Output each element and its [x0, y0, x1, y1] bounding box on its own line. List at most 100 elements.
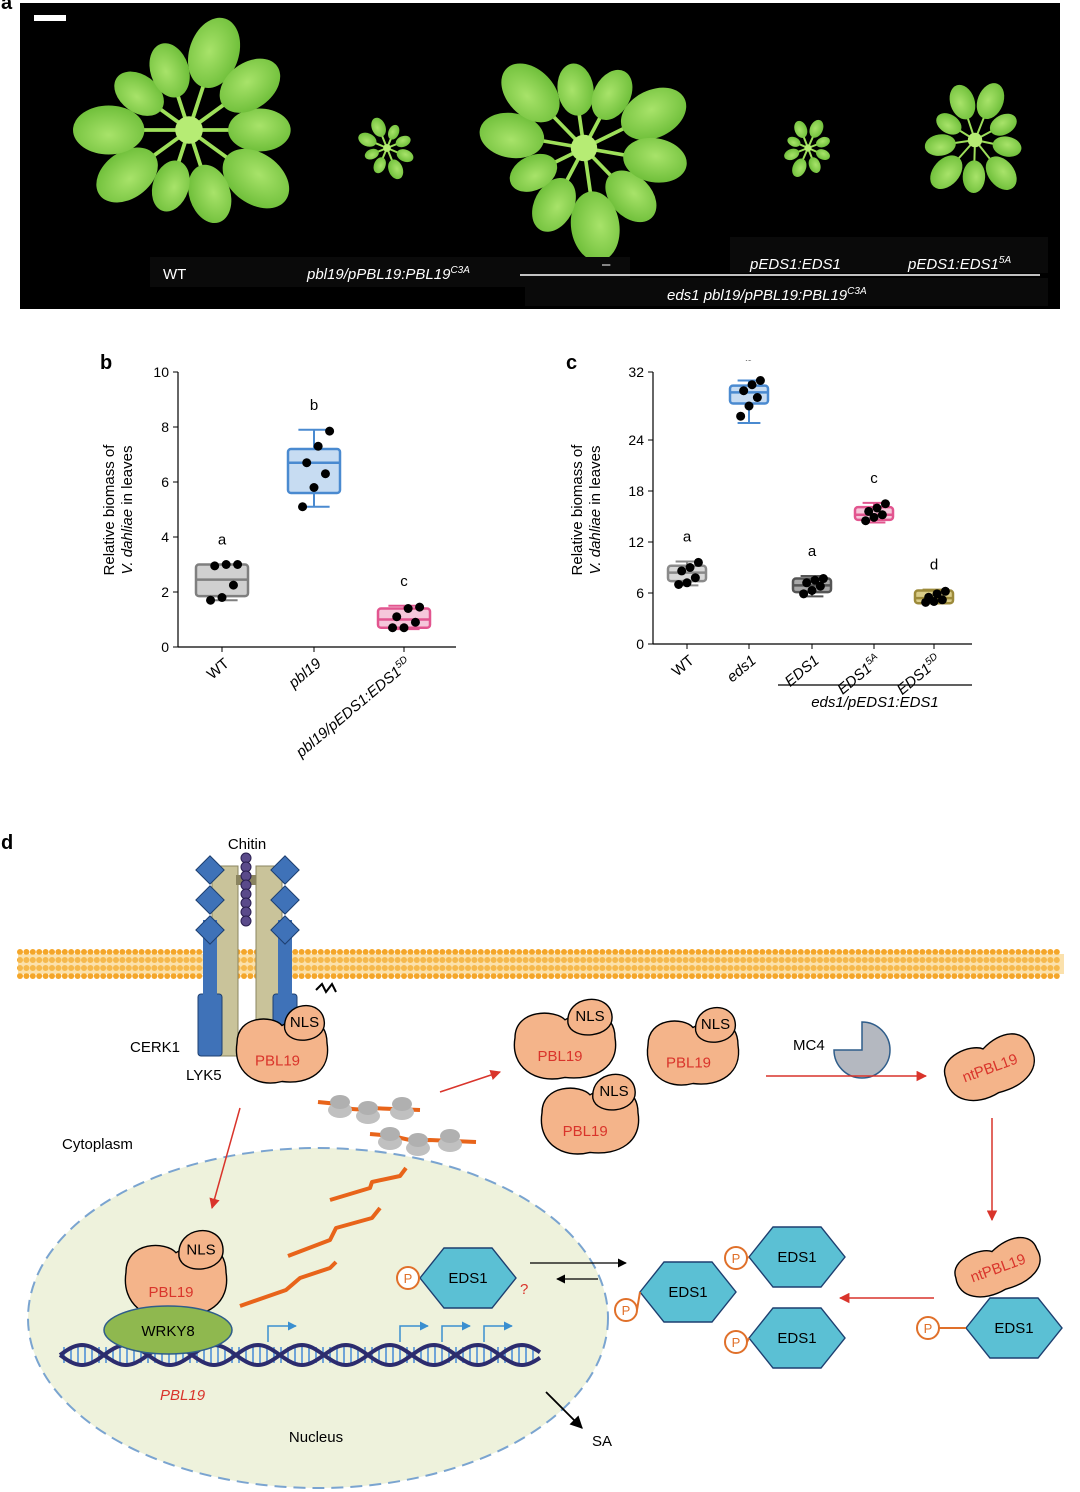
- x-tick-label: WT: [669, 652, 698, 680]
- label-dash: –: [602, 256, 611, 273]
- chitin-molecule: [240, 852, 252, 927]
- data-point: [677, 566, 687, 576]
- y-tick-label: 0: [161, 639, 169, 655]
- label-nls: NLS: [701, 1016, 730, 1033]
- mc4-protease-icon: [833, 1021, 891, 1079]
- data-point: [880, 499, 890, 509]
- group-label-c: eds1/pEDS1:EDS1: [811, 694, 939, 711]
- signaling-model-diagram: Chitin CERK1 LYK5 Cytoplasm Nucleus NLSP…: [17, 836, 1064, 1489]
- label-eds1: EDS1: [994, 1320, 1033, 1337]
- data-point: [861, 516, 871, 526]
- y-tick-label: 0: [636, 636, 644, 652]
- label-pEDS1: pEDS1:EDS1: [749, 256, 841, 273]
- plasma-membrane: [17, 949, 1064, 979]
- data-point: [233, 560, 243, 569]
- data-point: [415, 602, 425, 612]
- data-point: [818, 574, 828, 584]
- data-point: [217, 593, 227, 602]
- cerk1-kinase-left: [197, 993, 223, 1057]
- y-axis-label-c: Relative biomass of V. dahliae in leaves: [569, 444, 604, 576]
- rosette-plant: [784, 119, 830, 177]
- significance-letter: b: [745, 360, 753, 365]
- data-point: [325, 426, 335, 436]
- data-point: [221, 560, 231, 569]
- label-eds1: EDS1: [448, 1270, 487, 1287]
- significance-letter: c: [870, 470, 878, 487]
- ribosome-mrna: [317, 1095, 477, 1156]
- label-cerk1: CERK1: [130, 1039, 180, 1056]
- x-tick-label: eds1: [724, 652, 760, 686]
- data-point: [739, 386, 749, 396]
- svg-text:V. dahliae in leaves: V. dahliae in leaves: [587, 446, 604, 575]
- label-pbl19: PBL19: [563, 1123, 608, 1140]
- plant-photo-panel: WT pbl19/pPBL19:PBL19C3A – pEDS1:EDS1 pE…: [20, 3, 1060, 309]
- x-tick-label: EDS15A: [834, 651, 885, 698]
- label-nls: NLS: [186, 1241, 215, 1258]
- box-body: [728, 384, 770, 405]
- data-point: [940, 586, 950, 596]
- y-axis-label-b: Relative biomass of V. dahliae in leaves: [101, 444, 136, 576]
- rosette-plant: [73, 17, 291, 224]
- data-point: [799, 589, 809, 599]
- data-point: [388, 623, 398, 633]
- box-3: c: [853, 470, 895, 526]
- phosphate-icon: [724, 1246, 748, 1270]
- data-point: [744, 401, 754, 411]
- label-pbl19: PBL19: [666, 1054, 711, 1071]
- nucleus-envelope: [27, 1147, 609, 1489]
- svg-text:Relative biomass of: Relative biomass of: [569, 444, 586, 576]
- data-point: [399, 623, 409, 633]
- data-point: [937, 595, 947, 605]
- label-nls: NLS: [575, 1008, 604, 1025]
- data-point: [747, 380, 757, 390]
- phosphate-icon: [396, 1266, 420, 1290]
- y-tick-label: 10: [153, 364, 169, 380]
- rosette-plant: [358, 117, 414, 180]
- label-pbl19-gene: PBL19: [160, 1387, 206, 1404]
- data-point: [228, 580, 238, 590]
- significance-letter: a: [808, 543, 817, 560]
- label-wt: WT: [163, 266, 186, 283]
- y-tick-label: 6: [636, 585, 644, 601]
- label-p: P: [924, 1321, 933, 1336]
- data-point: [309, 483, 319, 492]
- data-point: [410, 617, 420, 627]
- x-tick-label: WT: [204, 655, 233, 683]
- data-point: [802, 578, 812, 588]
- y-tick-label: 24: [628, 432, 644, 448]
- data-point: [313, 441, 323, 451]
- significance-letter: b: [310, 397, 318, 414]
- data-point: [298, 502, 308, 512]
- arrow-to-nucleus: [209, 1107, 241, 1210]
- box-2: a: [791, 543, 833, 599]
- label-pbl19-complemented: pbl19/pPBL19:PBL19C3A: [306, 265, 470, 283]
- box-body: [286, 447, 342, 495]
- scale-bar: [34, 15, 66, 21]
- data-point: [924, 592, 934, 602]
- data-point: [864, 506, 874, 516]
- y-tick-label: 32: [628, 364, 644, 380]
- arrow-sa: [545, 1391, 583, 1429]
- box-0: a: [194, 532, 250, 605]
- data-point: [815, 581, 825, 591]
- box-4: d: [913, 557, 955, 607]
- data-point: [210, 561, 220, 571]
- significance-letter: c: [400, 573, 408, 590]
- label-chitin: Chitin: [228, 836, 266, 853]
- phosphate-icon: [916, 1316, 940, 1340]
- x-tick-label: EDS15D: [893, 651, 944, 698]
- significance-letter: a: [218, 532, 227, 549]
- data-point: [682, 578, 692, 588]
- data-point: [869, 512, 879, 522]
- significance-letter: d: [930, 557, 938, 574]
- wrky8-protein: [103, 1305, 233, 1355]
- data-point: [392, 612, 402, 622]
- label-wrky8: WRKY8: [141, 1323, 194, 1340]
- data-point: [206, 595, 216, 605]
- label-p: P: [732, 1335, 741, 1350]
